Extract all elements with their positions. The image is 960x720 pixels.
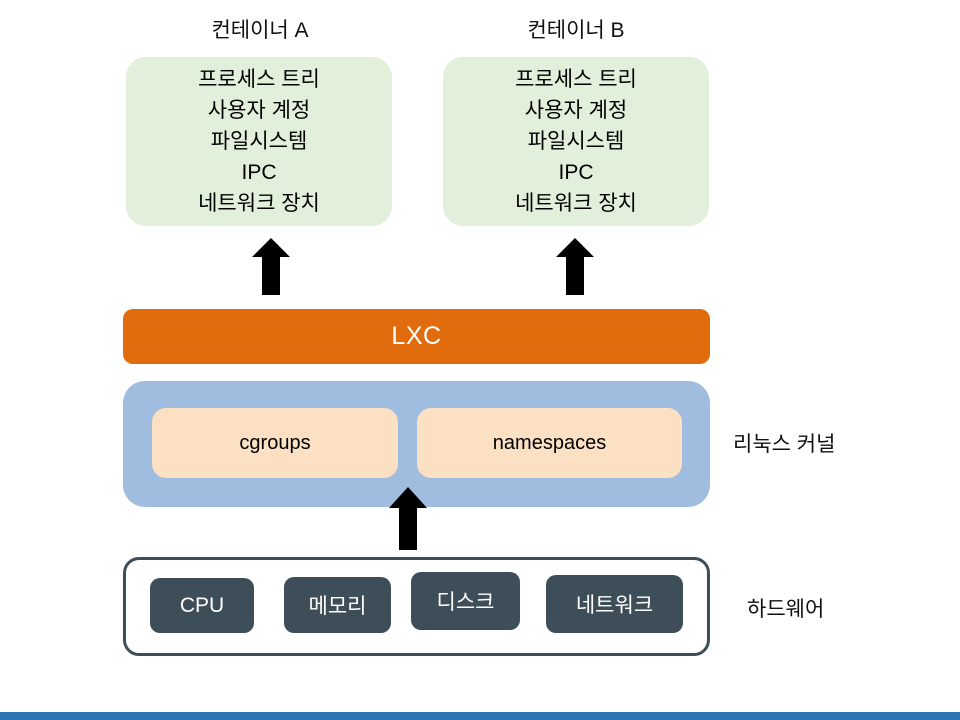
container-b-item: 파일시스템 xyxy=(527,130,625,153)
lxc-label: LXC xyxy=(391,322,442,350)
hardware-label: 하드웨어 xyxy=(747,598,825,621)
memory-box: 메모리 xyxy=(284,577,391,633)
up-arrow-icon xyxy=(556,238,594,295)
container-a-box: 프로세스 트리 사용자 계정 파일시스템 IPC 네트워크 장치 xyxy=(126,57,392,226)
container-a-item: IPC xyxy=(241,161,277,184)
network-box: 네트워크 xyxy=(546,575,683,633)
container-a-item: 네트워크 장치 xyxy=(198,192,320,215)
container-b-box: 프로세스 트리 사용자 계정 파일시스템 IPC 네트워크 장치 xyxy=(443,57,709,226)
kernel-label: 리눅스 커널 xyxy=(733,433,836,456)
disk-box: 디스크 xyxy=(411,572,520,630)
namespaces-box: namespaces xyxy=(417,408,682,478)
up-arrow-icon xyxy=(252,238,290,295)
container-a-item: 프로세스 트리 xyxy=(198,68,320,91)
container-a-item: 사용자 계정 xyxy=(207,99,311,122)
up-arrow-icon xyxy=(389,487,427,550)
container-b-title: 컨테이너 B xyxy=(527,19,625,42)
container-b-item: 사용자 계정 xyxy=(524,99,628,122)
cgroups-box: cgroups xyxy=(152,408,398,478)
container-a-title: 컨테이너 A xyxy=(211,19,309,42)
lxc-bar: LXC xyxy=(123,309,710,364)
footer-accent-bar xyxy=(0,712,960,720)
container-a-item: 파일시스템 xyxy=(210,130,308,153)
container-b-item: 네트워크 장치 xyxy=(515,192,637,215)
cpu-box: CPU xyxy=(150,578,254,633)
container-b-item: 프로세스 트리 xyxy=(515,68,637,91)
container-b-item: IPC xyxy=(558,161,594,184)
